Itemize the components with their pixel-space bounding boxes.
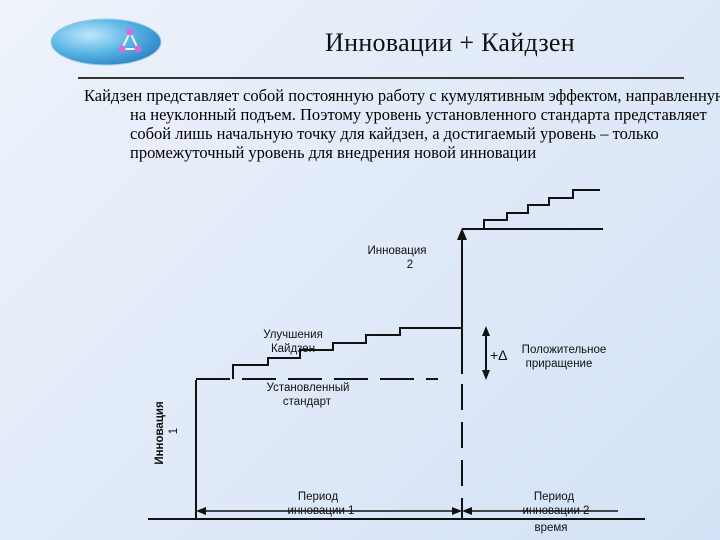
innovation-2-staircase — [462, 189, 600, 230]
period-2-label-2: инновации 2 — [523, 505, 590, 517]
title-divider — [78, 77, 684, 79]
innovation-1-number: 1 — [168, 428, 180, 434]
triangle-nodes-icon — [118, 28, 142, 53]
positive-increment-label-2: приращение — [526, 358, 593, 370]
delta-symbol: +Δ — [490, 347, 508, 363]
standard-label-2: стандарт — [283, 396, 332, 408]
period-2-label: Период — [534, 491, 575, 503]
kaizen-label-2: Кайдзен — [271, 343, 315, 355]
period-1-label: Период — [298, 491, 339, 503]
logo — [50, 18, 162, 66]
body-paragraph: Кайдзен представляет собой постоянную ра… — [84, 86, 720, 162]
time-label: время — [534, 522, 567, 534]
innovation-2-number: 2 — [407, 259, 413, 271]
positive-increment-label: Положительное — [522, 344, 607, 356]
page-title: Инновации + Кайдзен — [325, 28, 575, 57]
period-1-label-2: инновации 1 — [288, 505, 355, 517]
kaizen-label: Улучшения — [263, 329, 323, 341]
standard-label: Установленный — [267, 382, 350, 394]
innovation-1-label: Инновация — [154, 401, 166, 464]
innovation-2-label: Инновация — [368, 245, 427, 257]
kaizen-staircase — [232, 327, 462, 379]
